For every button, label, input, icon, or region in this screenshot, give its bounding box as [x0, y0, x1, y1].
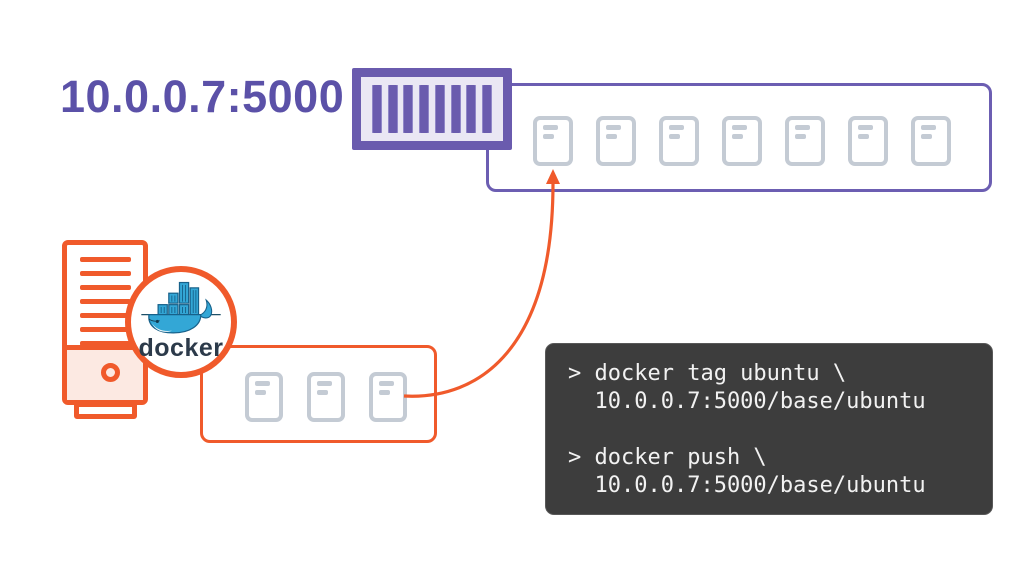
image-file-line — [379, 390, 390, 395]
server-vent-line — [80, 313, 131, 318]
image-file-line — [379, 381, 394, 386]
image-file-line — [317, 390, 328, 395]
container-stripe — [403, 85, 414, 133]
image-file-icon — [596, 116, 636, 166]
server-vent-line — [80, 257, 131, 262]
image-file-line — [255, 390, 266, 395]
image-file-icon — [848, 116, 888, 166]
container-stripes — [361, 77, 503, 141]
server-vent-line — [80, 341, 131, 346]
server-vent-line — [80, 299, 131, 304]
registry-address-label: 10.0.0.7:5000 — [60, 71, 345, 122]
image-file-line — [669, 125, 684, 130]
image-file-icon — [369, 372, 407, 422]
container-stripe — [387, 85, 398, 133]
docker-wordmark: docker — [138, 334, 224, 362]
terminal-panel: > docker tag ubuntu \ 10.0.0.7:5000/base… — [545, 343, 993, 515]
container-stripe — [372, 85, 382, 133]
image-file-line — [317, 381, 332, 386]
image-file-line — [795, 134, 806, 139]
server-vent-line — [80, 327, 131, 332]
image-file-line — [732, 125, 747, 130]
image-file-line — [732, 134, 743, 139]
image-file-line — [606, 134, 617, 139]
host-images-box — [200, 345, 437, 443]
image-file-icon — [722, 116, 762, 166]
image-file-icon — [245, 372, 283, 422]
image-file-icon — [785, 116, 825, 166]
image-file-icon — [533, 116, 573, 166]
terminal-text: > docker tag ubuntu \ 10.0.0.7:5000/base… — [568, 361, 926, 498]
image-file-line — [606, 125, 621, 130]
docker-whale-icon — [141, 281, 221, 334]
image-file-line — [255, 381, 270, 386]
container-stripe — [419, 85, 430, 133]
server-lower-panel — [67, 345, 143, 400]
docker-logo: docker — [125, 266, 237, 378]
container-stripe — [466, 85, 477, 133]
server-base — [74, 402, 137, 419]
container-stripe — [481, 85, 492, 133]
image-file-icon — [659, 116, 699, 166]
image-file-line — [858, 125, 873, 130]
image-file-line — [543, 134, 554, 139]
power-ring-icon — [101, 363, 120, 382]
image-file-line — [921, 134, 932, 139]
image-file-line — [669, 134, 680, 139]
host-image-list — [203, 348, 434, 440]
registry-image-list — [489, 86, 989, 189]
registry-images-box — [486, 83, 992, 192]
image-file-line — [543, 125, 558, 130]
server-vent-line — [80, 285, 131, 290]
container-stripe — [450, 85, 461, 133]
image-file-line — [921, 125, 936, 130]
image-file-line — [795, 125, 810, 130]
server-vent-line — [80, 271, 131, 276]
image-file-icon — [307, 372, 345, 422]
container-icon — [352, 68, 512, 150]
image-file-line — [858, 134, 869, 139]
server-vents — [80, 257, 131, 346]
container-stripe — [434, 85, 445, 133]
image-file-icon — [911, 116, 951, 166]
